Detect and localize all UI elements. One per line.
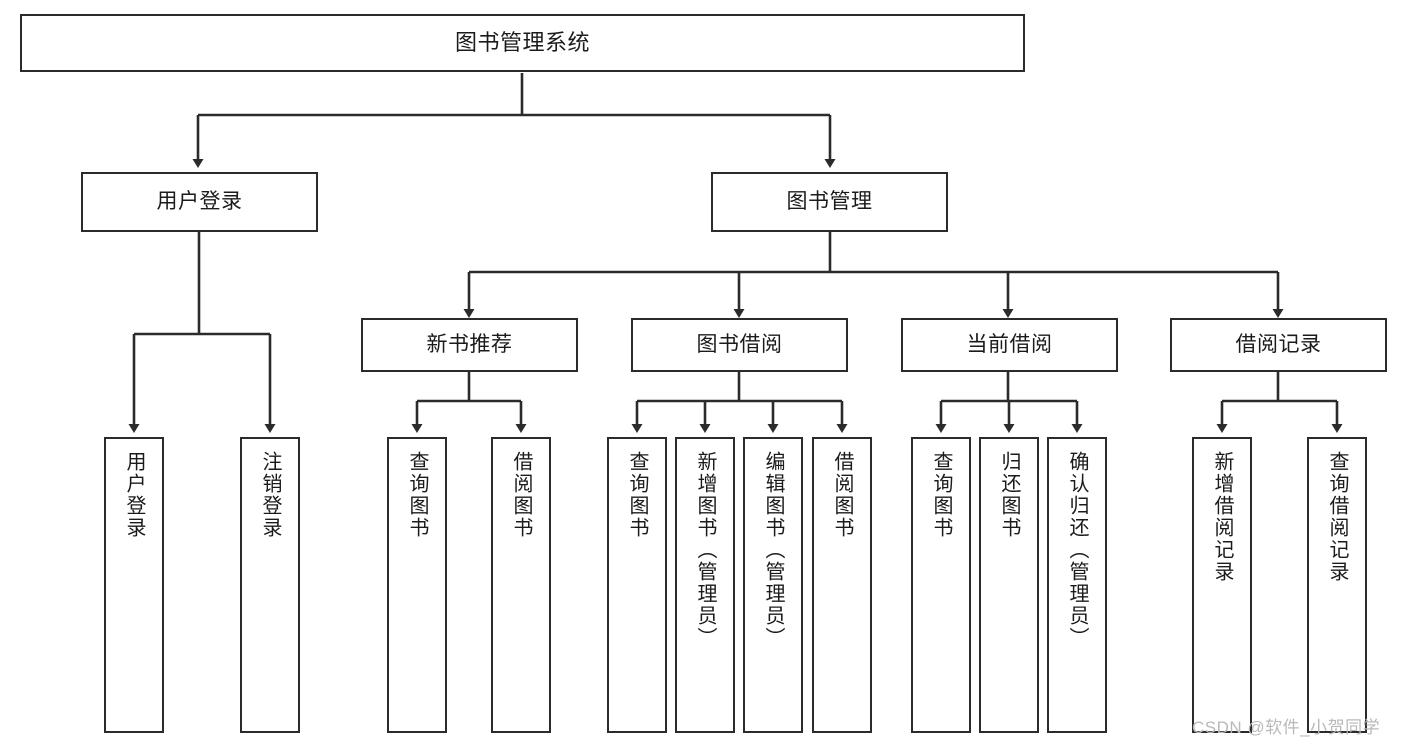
node-current-borrow[interactable]: 当前借阅: [901, 318, 1118, 372]
node-leaf-confirm-return-admin[interactable]: 确认归还（管理员）: [1047, 437, 1107, 733]
node-leaf-query-book-current[interactable]: 查询图书: [911, 437, 971, 733]
node-user-login[interactable]: 用户登录: [81, 172, 318, 232]
node-book-management[interactable]: 图书管理: [711, 172, 948, 232]
csdn-watermark: CSDN @软件_小贺同学: [1192, 718, 1381, 737]
node-label: 借阅图书: [510, 451, 532, 539]
node-leaf-query-book-borrow[interactable]: 查询图书: [607, 437, 667, 733]
node-leaf-return-book[interactable]: 归还图书: [979, 437, 1039, 733]
node-leaf-query-book-new[interactable]: 查询图书: [387, 437, 447, 733]
node-label: 新书推荐: [426, 332, 513, 356]
node-label: 用户登录: [156, 189, 243, 213]
node-label: 查询借阅记录: [1326, 451, 1348, 583]
node-new-book-recommend[interactable]: 新书推荐: [361, 318, 578, 372]
node-label: 用户登录: [123, 451, 145, 539]
node-label: 查询图书: [406, 451, 428, 539]
node-label: 借阅图书: [831, 451, 853, 539]
node-leaf-edit-book-admin[interactable]: 编辑图书（管理员）: [743, 437, 803, 733]
node-label: 编辑图书（管理员）: [762, 451, 784, 649]
node-leaf-add-book-admin[interactable]: 新增图书（管理员）: [675, 437, 735, 733]
node-label: 图书借阅: [696, 332, 783, 356]
node-label: 图书管理: [786, 189, 873, 213]
node-label: 新增借阅记录: [1211, 451, 1233, 583]
node-label: 确认归还（管理员）: [1066, 451, 1088, 649]
node-leaf-query-borrow-record[interactable]: 查询借阅记录: [1307, 437, 1367, 733]
node-leaf-logout-login[interactable]: 注销登录: [240, 437, 300, 733]
node-book-borrow[interactable]: 图书借阅: [631, 318, 848, 372]
node-label: 注销登录: [259, 451, 281, 539]
node-leaf-user-login[interactable]: 用户登录: [104, 437, 164, 733]
node-root-book-management-system[interactable]: 图书管理系统: [20, 14, 1025, 72]
node-label: 查询图书: [930, 451, 952, 539]
node-label: 图书管理系统: [454, 30, 590, 56]
node-label: 借阅记录: [1235, 332, 1322, 356]
node-label: 新增图书（管理员）: [694, 451, 716, 649]
node-leaf-borrow-book-new[interactable]: 借阅图书: [491, 437, 551, 733]
node-label: 查询图书: [626, 451, 648, 539]
node-leaf-add-borrow-record[interactable]: 新增借阅记录: [1192, 437, 1252, 733]
node-borrow-record[interactable]: 借阅记录: [1170, 318, 1387, 372]
node-label: 归还图书: [998, 451, 1020, 539]
node-label: 当前借阅: [966, 332, 1053, 356]
node-leaf-borrow-book-borrow[interactable]: 借阅图书: [812, 437, 872, 733]
